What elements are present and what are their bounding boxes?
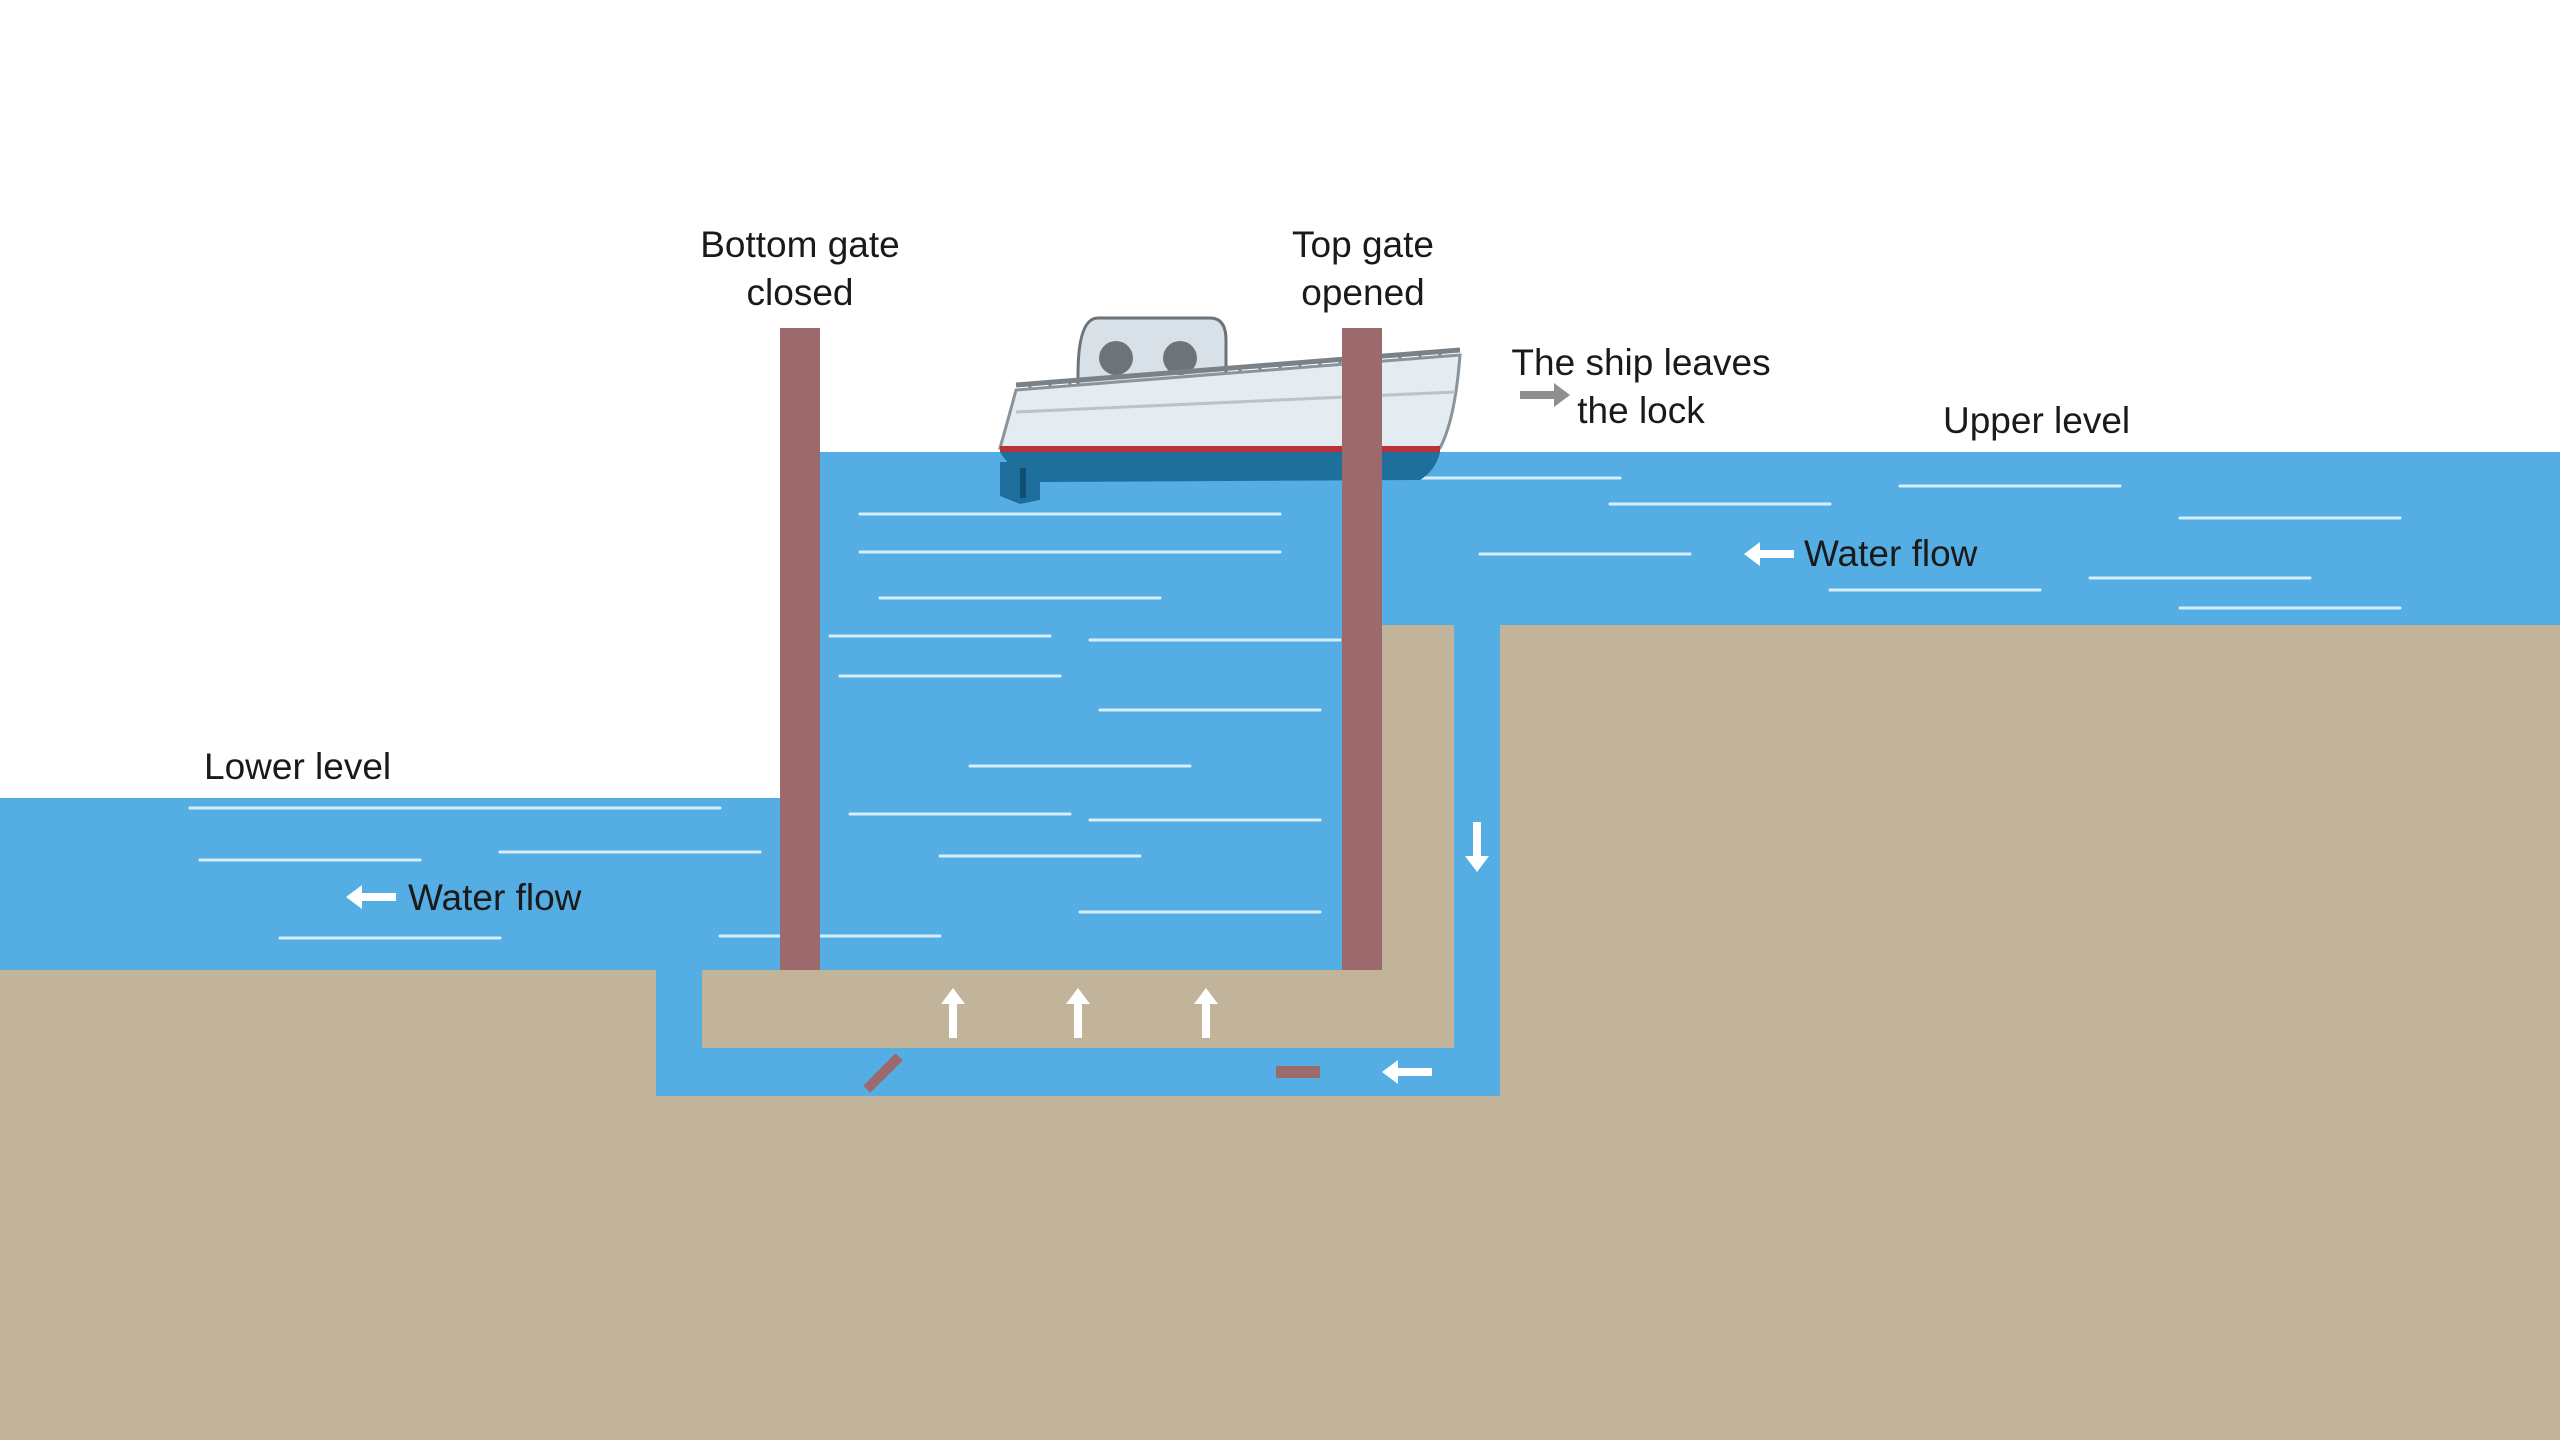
ship-status-line1: The ship leaves — [1511, 342, 1770, 383]
water-flow-upper-label: Water flow — [1804, 533, 1978, 574]
boat-hull-lower — [1000, 452, 1440, 482]
culvert-left-shaft — [656, 970, 702, 1096]
culvert-block — [1230, 970, 1454, 1048]
lower-level-water — [0, 798, 780, 970]
upper-level-label: Upper level — [1943, 400, 2130, 441]
open-valve — [863, 1053, 903, 1093]
culvert-block — [1104, 970, 1186, 1048]
upper-level-water — [1380, 452, 2560, 625]
chamber-wall — [1382, 625, 1454, 970]
bottom-gate-status: closed — [747, 272, 854, 313]
arrow-right-icon — [1520, 383, 1570, 407]
culvert-blocks — [702, 625, 1454, 1048]
ship-status-line2: the lock — [1577, 390, 1705, 431]
top-gate-status: opened — [1301, 272, 1424, 313]
culvert-block — [975, 970, 1059, 1048]
porthole-icon — [1163, 341, 1197, 375]
closed-valve — [1276, 1066, 1320, 1078]
boat-hull-stripe — [1000, 446, 1440, 452]
top-gate — [1342, 328, 1382, 970]
boat-shaft — [1020, 468, 1026, 498]
upper-ground — [1380, 625, 2560, 1045]
bottom-gate-label: Bottom gate — [700, 224, 900, 265]
lower-level-label: Lower level — [204, 746, 391, 787]
boat-railing — [1015, 347, 1461, 388]
culvert-block — [702, 970, 932, 1048]
porthole-icon — [1099, 341, 1133, 375]
labels: Bottom gate closed Top gate opened The s… — [204, 224, 2130, 918]
top-gate-label: Top gate — [1292, 224, 1434, 265]
boat-icon — [998, 316, 1462, 504]
bottom-gate — [780, 328, 820, 970]
water — [0, 452, 2560, 1096]
ripples — [188, 476, 2402, 940]
water-flow-lower-label: Water flow — [408, 877, 582, 918]
culvert-bottom — [656, 1048, 1500, 1096]
